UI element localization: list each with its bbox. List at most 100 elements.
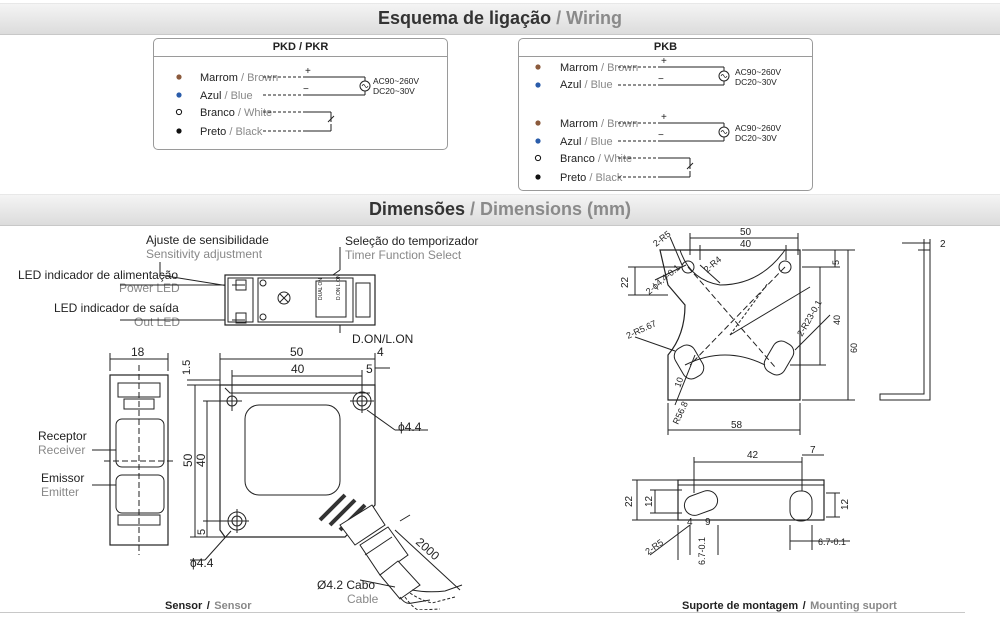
svg-text:D.ON L.ON: D.ON L.ON <box>336 274 342 300</box>
mount-caption-en: Mounting suport <box>810 600 897 612</box>
dim-phi44-right: ϕ4.4 <box>398 420 422 434</box>
sensor-caption-sep: / <box>206 600 210 612</box>
pkb-brown-pt: Marrom <box>560 118 598 130</box>
out-led-label-pt: LED indicador de saída <box>54 301 179 315</box>
receptor-label-en: Receiver <box>38 443 86 457</box>
svg-text:Azul / Blue: Azul / Blue <box>560 79 613 91</box>
pkd-pkr-title: PKD / PKR <box>154 39 447 57</box>
pkb-white-pt: Branco <box>560 153 595 165</box>
mount-dim-22: 22 <box>620 276 631 288</box>
dimensions-title-pt: Dimensões <box>368 199 465 219</box>
emissor-label-pt: Emissor <box>41 471 85 485</box>
pkb-top-brown-en: Brown <box>607 62 638 74</box>
pkd-plus: + <box>305 66 311 77</box>
mount-dim-2-r567: 2-R5.67 <box>625 318 658 341</box>
mount-dim-12-right: 12 <box>840 498 851 510</box>
pkb-top-brown-pt: Marrom <box>560 62 598 74</box>
dim-2000: 2000 <box>413 535 442 563</box>
pkb-top-blue-en: Blue <box>591 79 613 91</box>
timer-label-en: Timer Function Select <box>345 248 462 262</box>
pkb-black-pt: Preto <box>560 172 586 184</box>
mount-dim-9-b: 9 <box>705 517 711 528</box>
power-led-label-pt: LED indicador de alimentação <box>18 268 179 282</box>
svg-text:Marrom / Brown: Marrom / Brown <box>560 62 638 74</box>
blue-label-en: Blue <box>231 90 253 102</box>
mount-dim-42: 42 <box>747 450 759 461</box>
mount-dim-6-7-right: 6.7-0.1 <box>818 537 846 547</box>
pkb-top-plus: + <box>661 56 667 67</box>
mount-dim-10: 10 <box>672 376 685 389</box>
receptor-label-pt: Receptor <box>38 429 87 443</box>
dim-50-left: 50 <box>181 453 195 467</box>
pkb-top-supply-dc: DC20~30V <box>735 77 777 87</box>
cable-label-pt: Ø4.2 Cabo <box>317 578 376 592</box>
wiring-header: Esquema de ligação / Wiring <box>0 3 1000 35</box>
brown-wire-dot <box>176 74 182 80</box>
mount-dim-7: 7 <box>810 445 816 456</box>
black-wire-dot <box>176 128 182 134</box>
mount-caption: Suporte de montagem / Mounting suport <box>682 596 897 614</box>
svg-text:Marrom / Brown: Marrom / Brown <box>560 118 638 130</box>
dim-40-top: 40 <box>291 362 305 376</box>
black-label-pt: Preto <box>200 126 226 138</box>
timer-label-pt: Seleção do temporizador <box>345 234 479 248</box>
mount-dim-40-v: 40 <box>832 315 842 325</box>
sensitivity-label-en: Sensitivity adjustment <box>146 247 263 261</box>
svg-text:Branco / White: Branco / White <box>200 107 272 119</box>
mount-dim-12-left: 12 <box>644 495 655 507</box>
dim-phi44-bottom: ϕ4.4 <box>190 556 214 570</box>
dimensions-title-en: Dimensions (mm) <box>480 199 632 219</box>
pkb-blue-en: Blue <box>591 136 613 148</box>
dimensions-header: Dimensões / Dimensions (mm) <box>0 194 1000 226</box>
white-wire-dot <box>175 108 183 116</box>
brown-label-en: Brown <box>247 72 278 84</box>
mount-caption-sep: / <box>802 600 806 612</box>
svg-text:Marrom / Brown: Marrom / Brown <box>200 72 278 84</box>
wiring-title-sep: / <box>556 8 562 28</box>
svg-text:Preto / Black: Preto / Black <box>560 172 623 184</box>
pkb-title: PKB <box>519 39 812 57</box>
mount-dim-r56-8: R56.8 <box>671 400 690 426</box>
sensor-caption: Sensor / Sensor <box>165 596 252 614</box>
svg-text:DUAL ON: DUAL ON <box>318 278 324 300</box>
pkb-supply-ac: AC90~260V <box>735 123 781 133</box>
svg-text:Branco / White: Branco / White <box>560 153 632 165</box>
sensor-caption-en: Sensor <box>214 600 252 612</box>
white-label-pt: Branco <box>200 107 235 119</box>
out-led-label-en: Out LED <box>134 315 181 329</box>
dim-1-5: 1.5 <box>181 360 193 375</box>
mount-dim-2-r5: 2-R5 <box>651 229 673 249</box>
pkb-blue-pt: Azul <box>560 136 581 148</box>
don-lon-label: D.ON/L.ON <box>352 332 414 346</box>
bottom-divider <box>0 612 965 613</box>
dim-5-bottom: 5 <box>196 529 208 535</box>
pkb-supply-dc: DC20~30V <box>735 133 777 143</box>
mount-dim-22-b: 22 <box>624 495 635 507</box>
pkd-minus: − <box>303 84 309 95</box>
wiring-title-pt: Esquema de ligação <box>378 8 552 28</box>
pkb-wiring-diagram: Marrom / Brown Azul / Blue + − AC90~260V… <box>534 56 781 184</box>
mount-dim-50: 50 <box>740 227 752 238</box>
dimensions-title-sep: / <box>470 199 476 219</box>
white-label-en: White <box>244 107 272 119</box>
dim-18: 18 <box>131 345 145 359</box>
mount-dim-60: 60 <box>849 343 859 353</box>
sensitivity-label-pt: Ajuste de sensibilidade <box>146 233 269 247</box>
pkb-top-supply-ac: AC90~260V <box>735 67 781 77</box>
mount-dim-5: 5 <box>831 260 841 265</box>
mount-dim-58: 58 <box>731 420 743 431</box>
black-label-en: Black <box>235 126 262 138</box>
dim-50-top: 50 <box>290 345 304 359</box>
blue-wire-dot <box>176 92 182 98</box>
sensor-drawing: DUAL ON D.ON L.ON 18 <box>92 247 463 610</box>
blue-label-pt: Azul <box>200 90 221 102</box>
mount-dim-4-b: 4 <box>687 517 693 528</box>
pkb-top-blue-pt: Azul <box>560 79 581 91</box>
pkb-minus: − <box>658 130 664 141</box>
pkb-box: PKB <box>518 38 813 191</box>
svg-text:Azul / Blue: Azul / Blue <box>200 90 253 102</box>
dim-5-top: 5 <box>366 362 373 376</box>
wiring-title-en: Wiring <box>566 8 622 28</box>
svg-text:Preto / Black: Preto / Black <box>200 126 263 138</box>
pkd-supply-dc: DC20~30V <box>373 86 415 96</box>
